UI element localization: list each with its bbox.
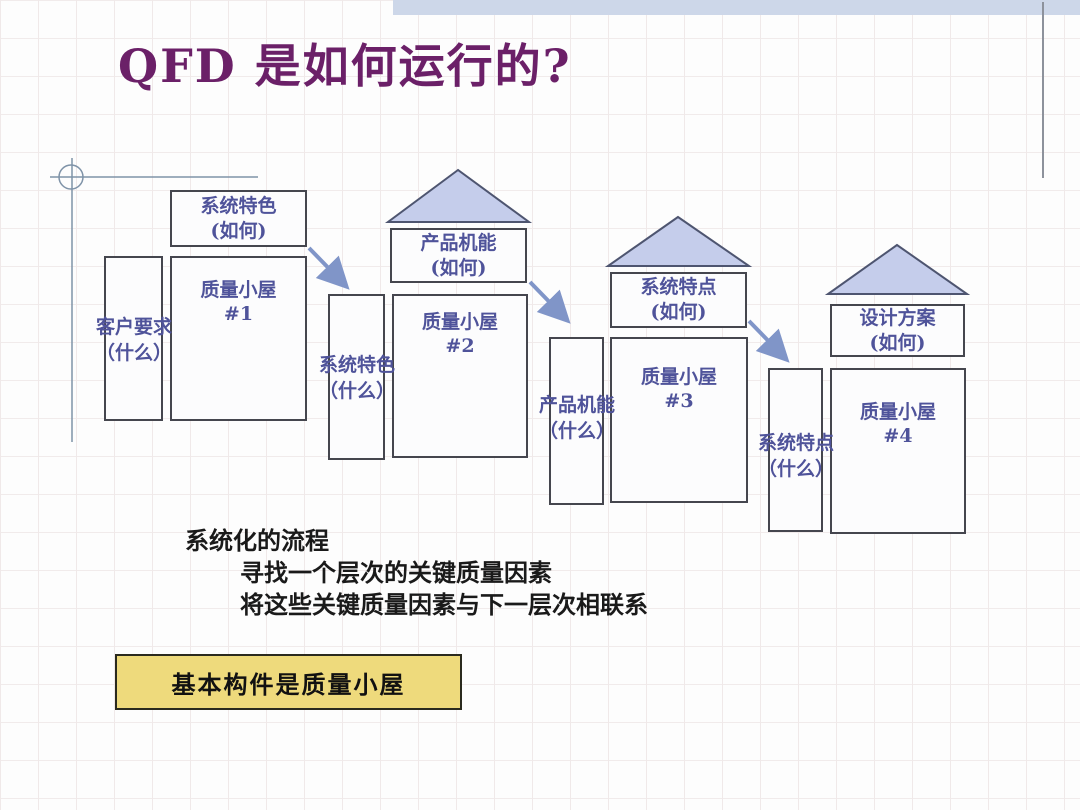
compass-ornament-icon — [58, 164, 84, 190]
arrow-house1-to-house2 — [307, 246, 350, 290]
roof-house-2 — [384, 168, 533, 223]
house2-what-label: 系统特色 （什么） — [318, 354, 396, 402]
house4-how-label: 设计方案 — [859, 306, 936, 329]
house2-number: #2 — [445, 335, 475, 357]
page-title: QFD 是如何运行的? — [118, 39, 572, 93]
house4-what-label: 系统特点 （什么） — [757, 432, 835, 480]
house3-number: #3 — [664, 390, 694, 412]
house3-how-label: 系统特点 — [640, 276, 717, 298]
callout-box: 基本构件是质量小屋 — [115, 654, 462, 710]
house2-what-box — [328, 294, 385, 460]
house2-how-box: 产品机能 (如何) — [390, 228, 527, 283]
house4-how-box: 设计方案 (如何) — [830, 304, 965, 357]
house3-how-sublabel: (如何) — [650, 301, 707, 323]
house4-title: 质量小屋 — [859, 401, 936, 423]
roof-house-3 — [604, 215, 753, 267]
roof-house-4 — [824, 243, 971, 295]
house1-title: 质量小屋 — [200, 279, 277, 301]
house4-how-sublabel: (如何) — [869, 331, 926, 354]
house2-title: 质量小屋 — [421, 311, 498, 333]
callout-text: 基本构件是质量小屋 — [171, 669, 406, 699]
house2-main-box: 质量小屋 #2 — [392, 294, 528, 458]
house2-how-sublabel: (如何) — [430, 256, 487, 279]
process-note-heading: 系统化的流程 — [185, 526, 329, 555]
house3-what-box — [549, 337, 604, 505]
house3-what-label: 产品机能 （什么） — [538, 394, 616, 442]
top-accent-bar — [393, 0, 1080, 15]
house4-number: #4 — [883, 425, 913, 447]
house1-how-box: 系统特色 (如何) — [170, 190, 307, 247]
arrow-house3-to-house4 — [747, 319, 790, 363]
process-note-line3: 将这些关键质量因素与下一层次相联系 — [240, 590, 648, 619]
arrow-house2-to-house3 — [528, 280, 571, 324]
house4-what-box — [768, 368, 823, 532]
house3-title: 质量小屋 — [640, 366, 717, 388]
process-note-line2: 寻找一个层次的关键质量因素 — [240, 558, 552, 587]
house3-how-box: 系统特点 (如何) — [610, 272, 747, 328]
house1-what-box — [104, 256, 163, 421]
house2-how-label: 产品机能 — [420, 231, 497, 254]
house1-main-box: 质量小屋 #1 — [170, 256, 307, 421]
house4-main-box: 质量小屋 #4 — [830, 368, 966, 534]
house1-how-sublabel: (如何) — [210, 219, 267, 242]
house1-how-label: 系统特色 — [200, 194, 277, 217]
house1-what-label: 客户要求 （什么） — [95, 316, 173, 364]
house1-number: #1 — [223, 303, 254, 325]
house3-main-box: 质量小屋 #3 — [610, 337, 748, 503]
